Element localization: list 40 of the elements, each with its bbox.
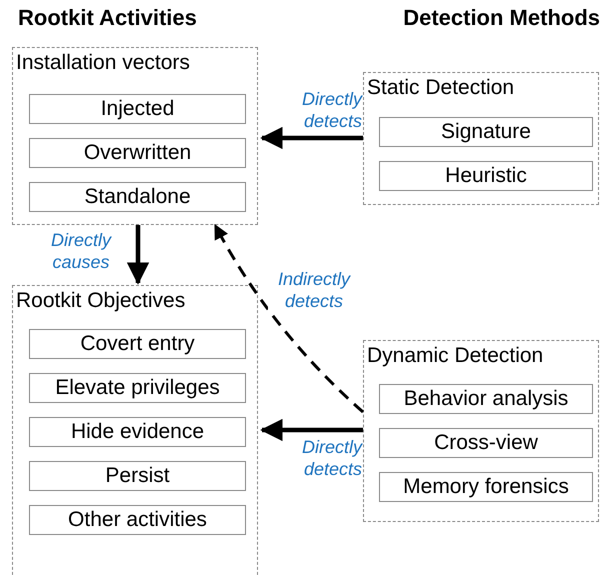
group-box — [363, 340, 599, 522]
item-label: Other activities — [68, 508, 207, 532]
dashed-arrow — [214, 224, 364, 414]
item-label: Persist — [105, 464, 170, 488]
item-label: Overwritten — [84, 141, 192, 165]
arrow — [260, 418, 363, 442]
item-label: Elevate privileges — [55, 376, 220, 400]
item-label: Signature — [441, 120, 531, 144]
column-heading: Detection Methods — [402, 4, 600, 32]
column-heading: Rootkit Activities — [18, 4, 198, 32]
group-heading: Static Detection — [367, 76, 514, 100]
group-box — [12, 285, 258, 575]
item-label: Heuristic — [445, 164, 527, 188]
item-box — [379, 428, 593, 458]
group-box — [12, 47, 258, 225]
group-box — [363, 72, 599, 205]
item-label: Behavior analysis — [404, 387, 568, 411]
item-label: Hide evidence — [70, 420, 204, 444]
item-label: Memory forensics — [403, 475, 569, 499]
item-box — [29, 329, 246, 359]
arrow — [126, 225, 150, 285]
item-box — [29, 461, 246, 491]
group-heading: Dynamic Detection — [367, 344, 544, 368]
item-box — [29, 373, 246, 403]
group-heading: Rootkit Objectives — [16, 289, 186, 313]
item-label: Injected — [100, 97, 174, 121]
item-box — [29, 505, 246, 535]
item-box — [29, 138, 246, 168]
item-label: Standalone — [84, 185, 191, 209]
item-box — [379, 117, 593, 147]
item-box — [379, 472, 593, 502]
item-box — [29, 94, 246, 124]
arrow — [260, 126, 363, 150]
item-label: Cross-view — [434, 431, 538, 455]
item-box — [29, 182, 246, 212]
group-heading: Installation vectors — [16, 51, 190, 75]
item-box — [379, 384, 593, 414]
item-box — [379, 161, 593, 191]
item-label: Covert entry — [80, 332, 195, 356]
item-box — [29, 417, 246, 447]
